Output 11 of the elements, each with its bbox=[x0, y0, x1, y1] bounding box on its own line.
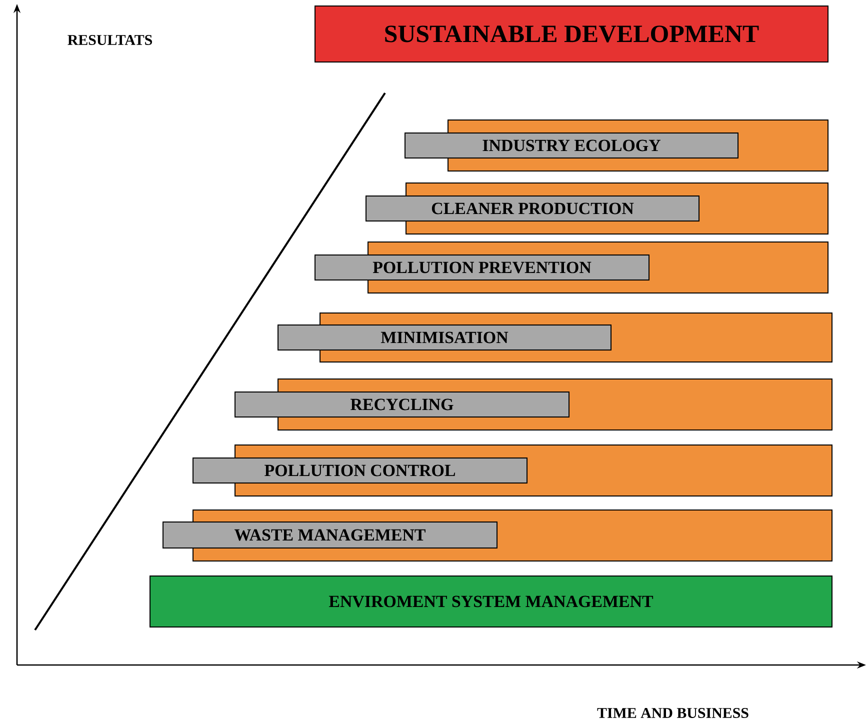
stage-label-box: RECYCLING bbox=[234, 392, 570, 418]
title-box: SUSTAINABLE DEVELOPMENT bbox=[314, 6, 828, 62]
stage-label-box: POLLUTION CONTROL bbox=[192, 458, 528, 484]
axis-title: TIME AND BUSINESS bbox=[597, 708, 748, 718]
stage-label-box: WASTE MANAGEMENT bbox=[162, 522, 498, 548]
stage-label-box: MINIMISATION bbox=[278, 324, 612, 350]
axis-title: RESULTATS bbox=[68, 34, 152, 45]
stage-label-box: POLLUTION PREVENTION bbox=[314, 254, 650, 280]
base-box: ENVIROMENT SYSTEM MANAGEMENT bbox=[150, 576, 832, 628]
stage-label-box: INDUSTRY ECOLOGY bbox=[404, 132, 738, 158]
stage-label-box: CLEANER PRODUCTION bbox=[366, 196, 700, 222]
